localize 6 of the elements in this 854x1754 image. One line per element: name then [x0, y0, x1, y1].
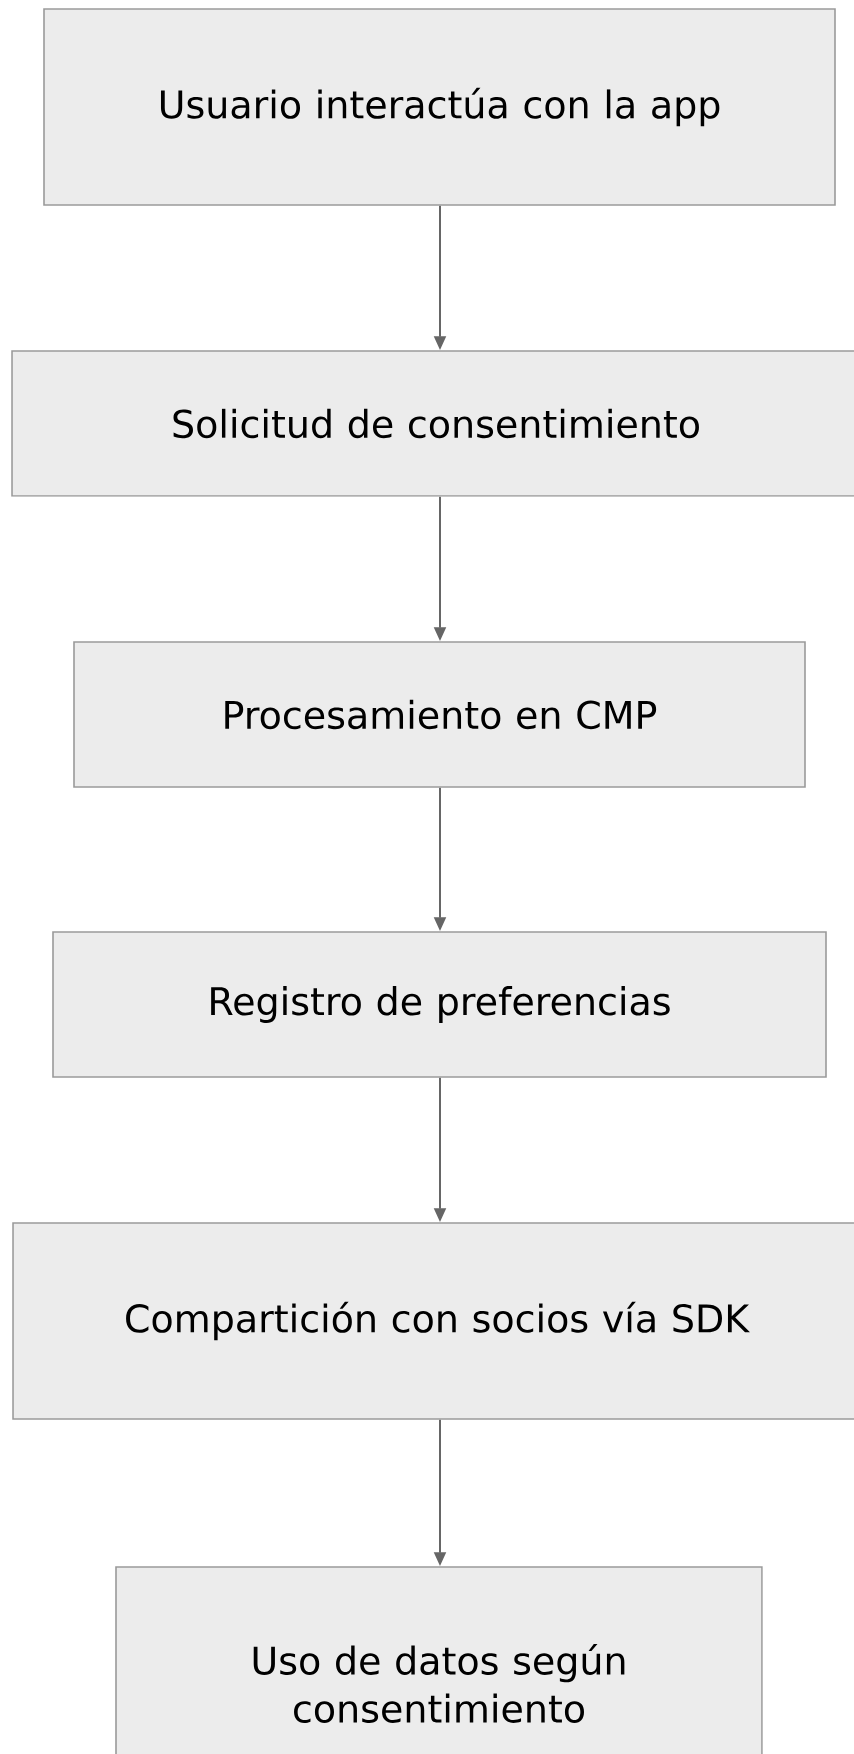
process-box: Usuario interactúa con la app: [43, 8, 836, 206]
process-box: Uso de datos según consentimiento: [115, 1566, 763, 1754]
process-box: Registro de preferencias: [52, 931, 827, 1078]
process-box: Solicitud de consentimiento: [11, 350, 854, 497]
process-box: Compartición con socios vía SDK: [12, 1222, 854, 1420]
process-box: Procesamiento en CMP: [73, 641, 806, 788]
